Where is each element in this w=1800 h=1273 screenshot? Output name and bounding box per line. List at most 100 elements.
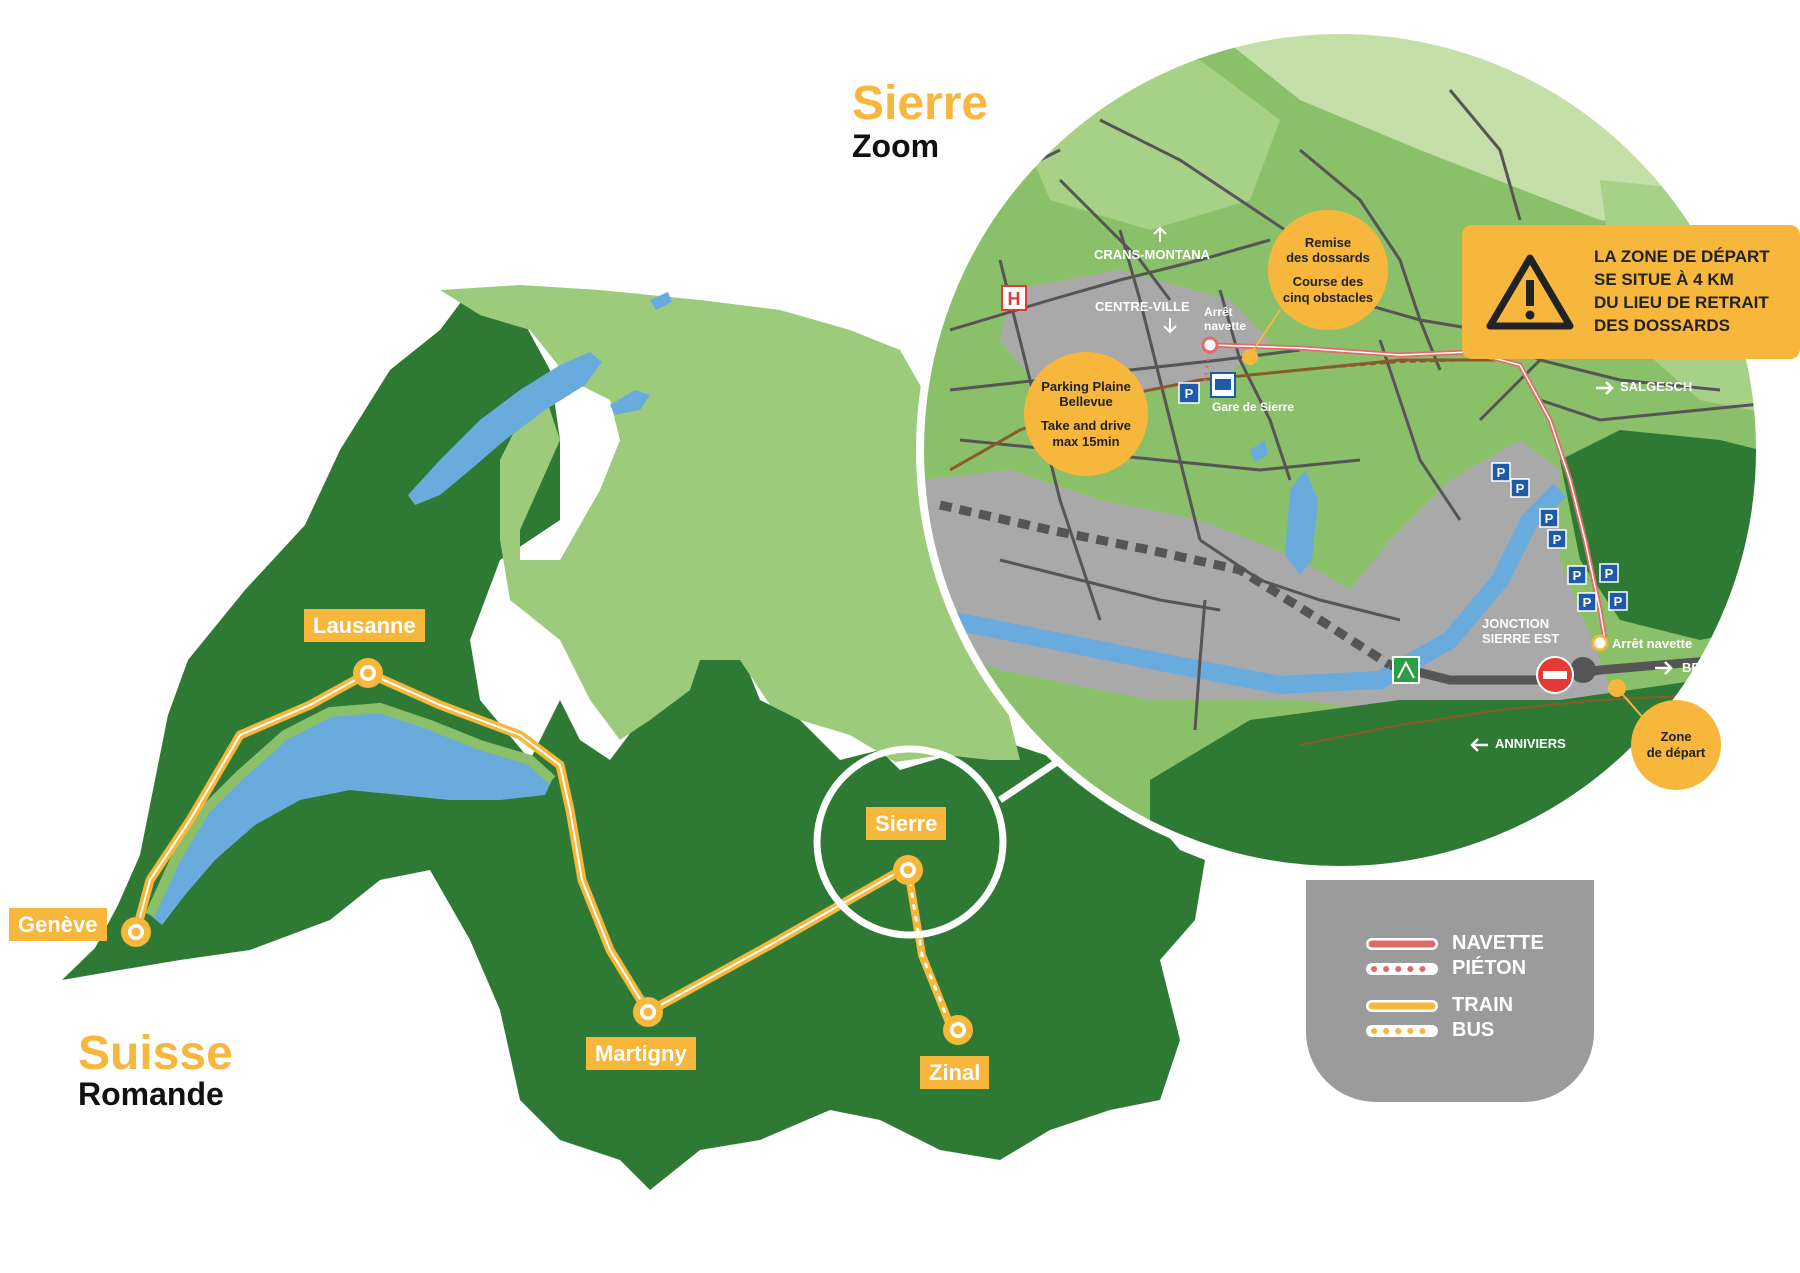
legend-navette-line-icon — [1366, 937, 1438, 950]
bubble-depart-line2: de départ — [1646, 745, 1706, 760]
bubble-remise-line2: des dossards — [1286, 250, 1370, 266]
train-station-icon — [1210, 372, 1236, 398]
zoom-railway — [949, 358, 1500, 472]
warning-text: LA ZONE DE DÉPART SE SITUE À 4 KM DU LIE… — [1594, 246, 1770, 338]
bubble-remise-line3: Course des — [1292, 274, 1364, 289]
zoom-circle-border — [916, 26, 1764, 874]
parking-labels: P P P P P P P P P — [1185, 386, 1623, 610]
warning-line4: DES DOSSARDS — [1594, 315, 1731, 335]
label-centre-ville: CENTRE-VILLE — [1095, 299, 1190, 314]
bubble-remise-line4: cinq obstacles — [1282, 289, 1374, 305]
city-label-martigny: Martigny — [586, 1037, 696, 1071]
shuttle-stop-bottom-icon — [1591, 634, 1609, 652]
label-jonction: JONCTION SIERRE EST — [1482, 616, 1560, 647]
zoom-pedestrian-route — [1203, 344, 1212, 387]
city-label-sierre: Sierre — [866, 807, 947, 841]
label-arret-navette-top: Arrêt navette — [1204, 305, 1247, 334]
legend-pieton-line-icon — [1366, 962, 1438, 975]
label-crans-montana: CRANS-MONTANA — [1094, 247, 1211, 262]
zoom-railway-2 — [1299, 359, 1481, 371]
label-gare-de-sierre: Gare de Sierre — [1212, 400, 1295, 414]
plateau-light-green — [440, 285, 1020, 762]
region-title: Suisse — [78, 1027, 233, 1080]
label-arret-navette-top-line2: navette — [1204, 318, 1247, 333]
hospital-label: H — [1008, 289, 1021, 309]
bubble-parking-line1: Parking Plaine — [1041, 378, 1131, 394]
bubble-remise-line1: Remise — [1304, 234, 1352, 250]
warning-icon — [1486, 254, 1574, 330]
parking-label: P — [1497, 465, 1506, 480]
legend-bus-line-icon — [1366, 1024, 1438, 1037]
zoom-pond — [1285, 470, 1318, 575]
region-subtitle: Romande — [78, 1076, 224, 1112]
lake-small-2 — [650, 292, 672, 310]
warning-line1: LA ZONE DE DÉPART — [1594, 247, 1770, 267]
motorway-sign-icon — [1392, 656, 1420, 684]
parking-label: P — [1573, 568, 1582, 583]
leman-shore — [145, 702, 556, 918]
sierre-zoom-ring — [813, 745, 1007, 939]
shuttle-stop-top-icon — [1201, 336, 1219, 354]
warning-box: LA ZONE DE DÉPART SE SITUE À 4 KM DU LIE… — [1462, 225, 1800, 359]
legend-row-train: TRAIN — [1366, 994, 1513, 1017]
lake-small-1 — [610, 390, 650, 415]
legend-label-pieton: PIÉTON — [1452, 957, 1527, 979]
zoom-subtitle: Zoom — [852, 128, 940, 164]
zoom-motorway-dashed — [939, 500, 1393, 669]
legend-row-bus: BUS — [1366, 1019, 1494, 1042]
bubble-parking-bellevue: Parking Plaine Bellevue Take and drive m… — [1024, 352, 1148, 476]
remise-pointer — [1249, 309, 1281, 356]
zoom-pond-2 — [1250, 440, 1268, 462]
lake-neuchatel — [408, 352, 602, 505]
parking-icons — [1178, 382, 1628, 612]
legend-row-pieton: PIÉTON — [1366, 957, 1526, 980]
label-arret-navette-bottom: Arrêt navette — [1612, 636, 1693, 651]
parking-label: P — [1583, 595, 1592, 610]
legend-label-bus: BUS — [1452, 1019, 1495, 1041]
label-jonction-line2: SIERRE EST — [1482, 630, 1560, 646]
bubble-parking-line3: Take and drive — [1040, 418, 1132, 433]
arrow-right-brig-icon — [1655, 661, 1673, 675]
lake-leman — [150, 708, 552, 925]
city-label-lausanne: Lausanne — [304, 609, 425, 643]
hospital-icon — [1001, 285, 1027, 311]
arrow-down-icon — [1163, 318, 1177, 334]
arrow-up-icon — [1153, 226, 1167, 242]
legend-label-navette: NAVETTE — [1452, 932, 1544, 954]
city-label-zinal: Zinal — [920, 1056, 990, 1090]
label-jonction-line1: JONCTION — [1482, 616, 1550, 631]
parking-label: P — [1185, 386, 1194, 401]
zoom-navette-route-inner — [1209, 344, 1606, 641]
zoom-title: Sierre — [852, 77, 989, 130]
bubble-depart-line1: Zone — [1660, 729, 1692, 745]
label-brig: BRIG — [1682, 660, 1715, 675]
warning-line3: DU LIEU DE RETRAIT — [1594, 293, 1769, 312]
remise-dot — [1242, 349, 1258, 365]
zoom-road-network — [949, 89, 1760, 731]
bubble-remise-dossards: Remise des dossards Course des cinq obst… — [1268, 210, 1388, 330]
station-marker-martigny — [633, 997, 663, 1027]
zoom-railway-south — [1299, 694, 1701, 746]
depart-pointer — [1616, 687, 1646, 721]
parking-label: P — [1614, 594, 1623, 609]
bubble-parking-line4: max 15min — [1052, 433, 1120, 449]
zoom-roundabout — [1570, 657, 1596, 683]
legend-label-train: TRAIN — [1452, 994, 1514, 1016]
label-anniviers: ANNIVIERS — [1495, 736, 1566, 751]
legend: NAVETTE PIÉTON TRAIN BUS — [1306, 880, 1594, 1102]
parking-label: P — [1516, 481, 1525, 496]
station-marker-lausanne — [353, 658, 383, 688]
label-arret-navette-top-line1: Arrêt — [1204, 305, 1233, 319]
bubble-zone-depart: Zone de départ — [1631, 700, 1721, 790]
parking-label: P — [1545, 511, 1554, 526]
legend-row-navette: NAVETTE — [1366, 932, 1544, 955]
canton-dark-green — [62, 290, 1205, 1190]
train-route-inner — [135, 672, 906, 1013]
bus-route-dots — [906, 868, 954, 1032]
arrow-left-anniviers-icon — [1470, 738, 1488, 752]
no-entry-icon — [1536, 656, 1574, 694]
legend-train-line-icon — [1366, 999, 1438, 1012]
parking-label: P — [1553, 532, 1562, 547]
arrow-right-salgesch-icon — [1596, 381, 1614, 395]
